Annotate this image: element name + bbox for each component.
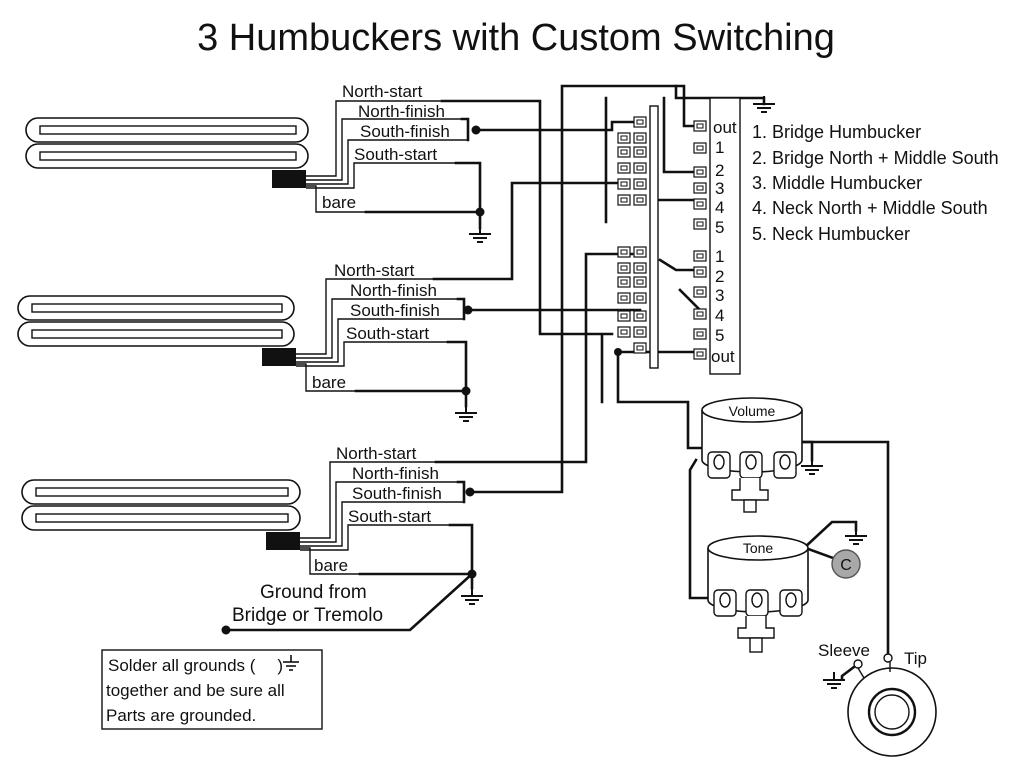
- ground-note-line2: Bridge or Tremolo: [232, 605, 383, 626]
- switch-wafer-left: [649, 105, 659, 369]
- switch-lug-label: 2: [715, 161, 724, 180]
- pole-slot: [39, 125, 297, 135]
- pickup-bridge-labels: North-start North-finish South-finish So…: [322, 82, 450, 212]
- solder-note-line3: Parts are grounded.: [106, 706, 256, 725]
- position-item: 5. Neck Humbucker: [752, 224, 910, 244]
- jack-label-sleeve: Sleeve: [818, 641, 870, 660]
- ground-icon: [800, 457, 824, 475]
- cable-clamp: [266, 532, 300, 550]
- switch-lug-label: out: [711, 347, 735, 366]
- cable-clamp: [272, 170, 306, 188]
- pickup-middle-labels: North-start North-finish South-finish So…: [312, 261, 440, 392]
- ground-icon: [844, 527, 868, 545]
- position-item: 4. Neck North + Middle South: [752, 198, 988, 218]
- pickup-leads: [290, 100, 468, 575]
- pole-slot: [35, 513, 289, 523]
- position-item: 3. Middle Humbucker: [752, 173, 922, 193]
- output-jack: Sleeve Tip: [818, 641, 937, 757]
- solder-note-line2: together and be sure all: [106, 681, 285, 700]
- switch-wafer-right: [709, 97, 741, 375]
- ground-icon: [283, 655, 299, 671]
- position-item: 2. Bridge North + Middle South: [752, 148, 999, 168]
- switch-lug-label: 1: [715, 247, 724, 266]
- switch-lug-label: 2: [715, 267, 724, 286]
- position-item: 1. Bridge Humbucker: [752, 122, 921, 142]
- pot-lugs: [707, 451, 797, 513]
- super-switch: out 1 2 3 4 5 1 2 3 4 5 out: [617, 97, 741, 375]
- jack-label-tip: Tip: [904, 649, 927, 668]
- switch-lug-label: 3: [715, 179, 724, 198]
- lead-label-north-finish: North-finish: [350, 281, 437, 300]
- lead-label-south-finish: South-finish: [352, 484, 442, 503]
- lead-label-south-finish: South-finish: [350, 301, 440, 320]
- lead-label-north-start: North-start: [334, 261, 415, 280]
- lead-label-south-finish: South-finish: [360, 122, 450, 141]
- wires: [224, 84, 890, 680]
- lead-label-south-start: South-start: [354, 145, 437, 164]
- switch-lug-label: 5: [715, 218, 724, 237]
- pickup-neck: [21, 479, 301, 550]
- switch-position-list: 1. Bridge Humbucker 2. Bridge North + Mi…: [752, 122, 999, 244]
- pot-label-tone: Tone: [743, 540, 774, 556]
- lead-label-south-start: South-start: [348, 507, 431, 526]
- capacitor-label: C: [840, 557, 852, 574]
- ground-icon: [468, 225, 492, 243]
- switch-lug-label: 4: [715, 306, 724, 325]
- switch-lug-label: 5: [715, 326, 724, 345]
- lead-label-north-finish: North-finish: [358, 102, 445, 121]
- ground-icon: [460, 587, 484, 605]
- ground-note-line1: Ground from: [260, 582, 367, 603]
- pickup-neck-labels: North-start North-finish South-finish So…: [314, 444, 442, 575]
- lead-label-north-finish: North-finish: [352, 464, 439, 483]
- lead-label-north-start: North-start: [342, 82, 423, 101]
- solder-note: Solder all grounds () together and be su…: [101, 649, 323, 730]
- lead-label-north-start: North-start: [336, 444, 417, 463]
- lead-label-bare: bare: [322, 193, 356, 212]
- jack-tip-lug: [883, 653, 893, 663]
- tone-pot: Tone: [707, 535, 809, 653]
- switch-lug-label: out: [713, 118, 737, 137]
- lead-label-bare: bare: [314, 556, 348, 575]
- ground-icon: [454, 404, 478, 422]
- switch-lug-label: 1: [715, 138, 724, 157]
- cable-clamp: [262, 348, 296, 366]
- pole-slot: [35, 487, 289, 497]
- lead-label-bare: bare: [312, 373, 346, 392]
- svg-text:Solder all grounds (): Solder all grounds (): [108, 656, 283, 675]
- switch-lug-label: 3: [715, 286, 724, 305]
- switch-lug-label: 4: [715, 198, 724, 217]
- pot-lugs: [713, 589, 803, 653]
- lead-label-south-start: South-start: [346, 324, 429, 343]
- ground-note: Ground from Bridge or Tremolo: [232, 582, 383, 626]
- solder-note-line1-end: ): [277, 656, 283, 675]
- solder-note-line1: Solder all grounds (: [108, 656, 256, 675]
- diagram-title: 3 Humbuckers with Custom Switching: [197, 17, 835, 59]
- pickup-middle: [17, 295, 296, 366]
- ground-icon: [822, 671, 846, 689]
- pot-label-volume: Volume: [729, 403, 776, 419]
- jack-sleeve-lug: [853, 659, 863, 669]
- pole-slot: [31, 303, 283, 313]
- volume-pot: Volume: [701, 397, 803, 513]
- pole-slot: [31, 329, 283, 339]
- capacitor: C: [831, 549, 861, 579]
- pole-slot: [39, 151, 297, 161]
- pickup-bridge: [25, 117, 309, 188]
